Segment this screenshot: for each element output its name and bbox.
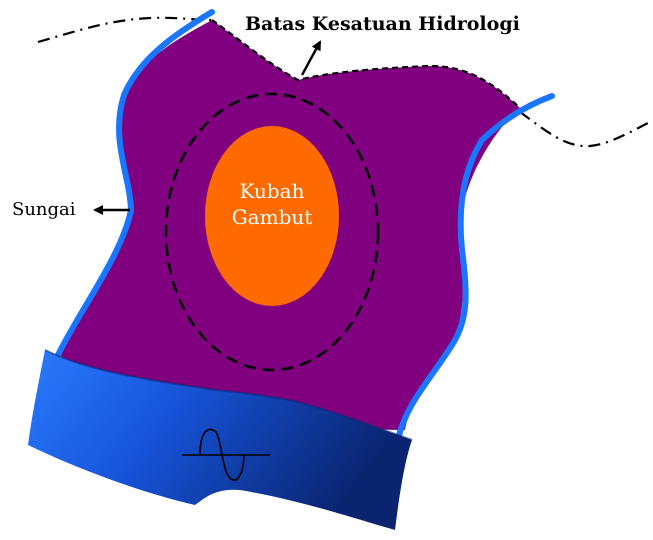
hydrological-boundary-line <box>37 16 213 44</box>
boundary-label: Batas Kesatuan Hidrologi <box>245 13 520 35</box>
dome-label-line1: Kubah <box>240 179 305 203</box>
hydrological-boundary-line-east <box>519 111 651 148</box>
river-bank-west <box>55 9 215 358</box>
river-bank-east <box>395 93 555 443</box>
peat-dome <box>205 126 339 306</box>
river-channel-highlight <box>44 349 413 441</box>
river-label: Sungai <box>12 199 76 220</box>
catchment-top-boundary <box>211 19 521 109</box>
peat-dome-boundary <box>164 92 380 372</box>
main-river-channel <box>28 350 412 530</box>
pump-symbol-icon <box>182 428 270 481</box>
boundary-arrow <box>300 40 322 76</box>
dome-label-line2: Gambut <box>232 205 313 229</box>
